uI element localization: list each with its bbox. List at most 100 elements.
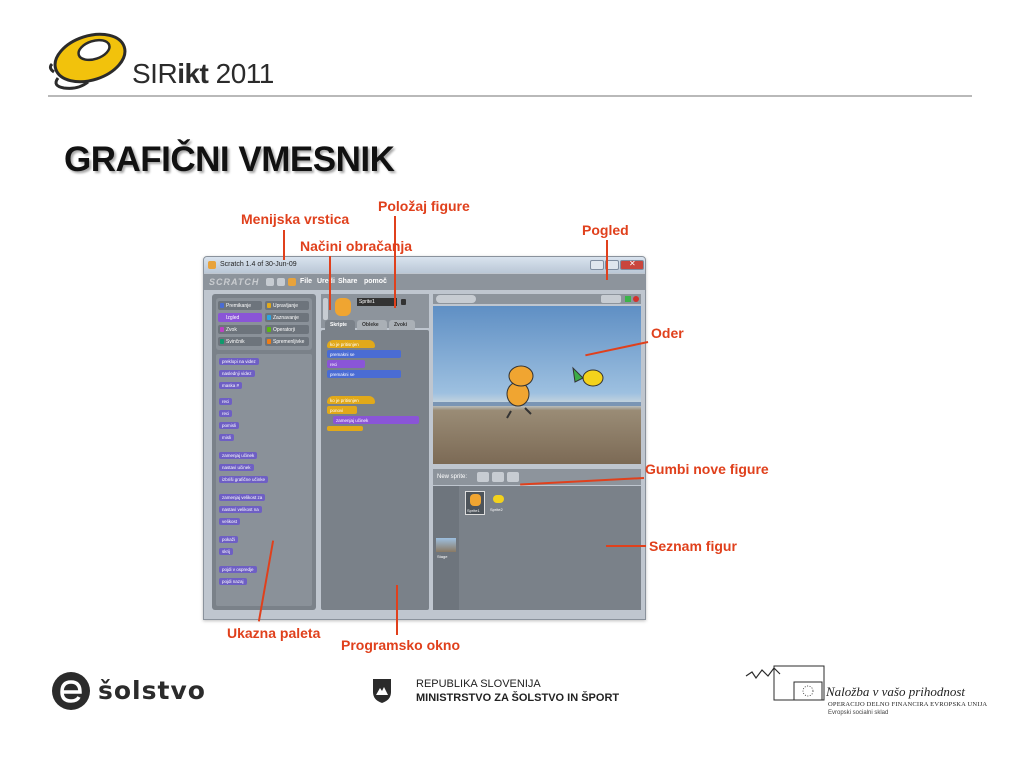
leader-line (606, 545, 646, 547)
scratch-window: Scratch 1.4 of 30-Jun-09 ✕ SCRATCH File … (203, 256, 646, 620)
palette-block[interactable]: maska # (219, 382, 243, 389)
choose-sprite-button[interactable] (492, 472, 504, 482)
category-color-swatch (220, 327, 224, 332)
category-looks[interactable]: Izgled (218, 313, 262, 322)
palette-block[interactable]: nastavi velikost na (219, 506, 262, 513)
eu-fund-name: Evropski socialni sklad (828, 710, 889, 716)
fish-thumbnail (493, 495, 504, 503)
palette-block[interactable]: preklopi na videz (219, 358, 259, 365)
stage-toolbar (433, 294, 641, 304)
menu-help[interactable]: pomoč (364, 278, 387, 285)
minimize-button[interactable] (590, 260, 604, 270)
eu-flag-icon (745, 665, 825, 701)
script-block[interactable]: ko je pritisnjen (327, 340, 375, 348)
palette-block[interactable]: reci (219, 410, 233, 417)
label-view: Pogled (582, 222, 629, 238)
random-sprite-button[interactable] (507, 472, 519, 482)
sprite-thumbnail-icon (335, 298, 351, 316)
sprite-tile-selected[interactable]: Sprite1 (465, 491, 485, 515)
leader-line (606, 240, 608, 280)
category-motion[interactable]: Premikanje (218, 301, 262, 310)
maximize-button[interactable] (605, 260, 619, 270)
tab-sounds[interactable]: Zvoki (389, 320, 415, 330)
category-control[interactable]: Upravljanje (265, 301, 309, 310)
stop-icon[interactable] (633, 296, 639, 302)
script-block[interactable]: premakni se (327, 370, 401, 378)
globe-icon[interactable] (266, 278, 274, 286)
category-variables[interactable]: Spremenljivke (265, 337, 309, 346)
label-rotation-modes: Načini obračanja (300, 238, 413, 254)
close-button[interactable]: ✕ (620, 259, 644, 270)
tool-buttons[interactable] (436, 295, 476, 303)
stage[interactable] (433, 306, 641, 464)
share-icon[interactable] (288, 278, 296, 286)
script-block[interactable]: ponovi (327, 406, 357, 414)
palette-block[interactable]: pokaži (219, 536, 239, 543)
palette-block[interactable]: skrij (219, 548, 233, 555)
category-color-swatch (267, 339, 271, 344)
category-color-swatch (267, 303, 271, 308)
category-pen[interactable]: Svinčnik (218, 337, 262, 346)
eu-funding-note: OPERACIJO DELNO FINANCIRA EVROPSKA UNIJA (828, 701, 988, 708)
block-palette: Premikanje Upravljanje Izgled Zaznavanje… (212, 294, 316, 610)
menu-file[interactable]: File (300, 278, 313, 285)
tab-costumes[interactable]: Obleke (357, 320, 387, 330)
ministry-line-2: MINISTRSTVO ZA ŠOLSTVO IN ŠPORT (416, 692, 620, 704)
category-operators[interactable]: Operatorji (265, 325, 309, 334)
menu-bar: SCRATCH File Uredi Share pomoč (204, 274, 645, 290)
cat-sprite (506, 365, 534, 419)
script-block[interactable]: zamenjaj učinek (333, 416, 419, 424)
palette-block[interactable]: pomisli (219, 422, 240, 429)
label-stage: Oder (651, 325, 684, 341)
leader-line (283, 230, 285, 260)
new-sprite-label: New sprite: (437, 474, 468, 480)
paint-sprite-button[interactable] (477, 472, 489, 482)
solstvo-wordmark: šolstvo (98, 676, 206, 705)
cat-thumbnail (470, 494, 481, 506)
tab-scripts[interactable]: Skripte (325, 320, 355, 330)
palette-blocks-area: preklopi na videz naslednji videz maska … (216, 354, 312, 606)
fish-sprite (572, 366, 604, 387)
lock-icon[interactable] (401, 299, 406, 305)
palette-block[interactable]: zamenjaj učinek (219, 452, 258, 459)
sprite-tile-label: Sprite1 (467, 508, 480, 513)
rotation-style-buttons[interactable] (323, 298, 328, 320)
scratch-app-icon (208, 261, 216, 269)
stage-thumbnail[interactable] (436, 538, 456, 552)
save-icon[interactable] (277, 278, 285, 286)
category-color-swatch (267, 315, 271, 320)
label-menu-bar: Menijska vrstica (241, 211, 350, 227)
palette-block[interactable]: pojdi v ospredje (219, 566, 257, 573)
palette-block[interactable]: nastavi učinek (219, 464, 254, 471)
palette-block[interactable]: zamenjaj velikost za (219, 494, 266, 501)
palette-block[interactable]: velikost (219, 518, 241, 525)
sprite-name-field[interactable]: Sprite1 (357, 298, 397, 306)
sirikt-logo: SIRikt 2011 (48, 28, 298, 94)
stage-sprites (506, 365, 604, 419)
eu-logo: Naložba v vašo prihodnost OPERACIJO DELN… (742, 660, 987, 720)
view-mode-buttons[interactable] (601, 295, 621, 303)
script-area: ko je pritisnjen premakni se reci premak… (321, 330, 429, 610)
sprite-list: Stage Sprite1 Sprite2 (433, 486, 641, 610)
script-block[interactable]: ko je pritisnjen (327, 396, 375, 404)
palette-block[interactable]: naslednji videz (219, 370, 255, 377)
menu-share[interactable]: Share (338, 278, 358, 285)
header-divider (48, 95, 972, 97)
script-block[interactable]: premakni se (327, 350, 401, 358)
palette-block[interactable]: izbriši grafične učinke (219, 476, 269, 483)
palette-block[interactable]: reci (219, 398, 233, 405)
logo-wordmark: SIRikt 2011 (132, 58, 274, 89)
palette-block[interactable]: misli (219, 434, 234, 441)
category-sensing[interactable]: Zaznavanje (265, 313, 309, 322)
e-icon (52, 672, 90, 710)
solstvo-logo: šolstvo (50, 670, 210, 712)
category-sound[interactable]: Zvok (218, 325, 262, 334)
category-color-swatch (220, 339, 224, 344)
script-block[interactable]: reci (327, 360, 365, 368)
ministry-logo: REPUBLIKA SLOVENIJA MINISTRSTVO ZA ŠOLST… (370, 675, 630, 715)
leader-line (396, 585, 398, 635)
sprite-tile[interactable]: Sprite2 (489, 491, 509, 515)
palette-block[interactable]: pojdi nazaj (219, 578, 247, 585)
menu-edit[interactable]: Uredi (317, 278, 335, 285)
green-flag-icon[interactable] (625, 296, 631, 302)
